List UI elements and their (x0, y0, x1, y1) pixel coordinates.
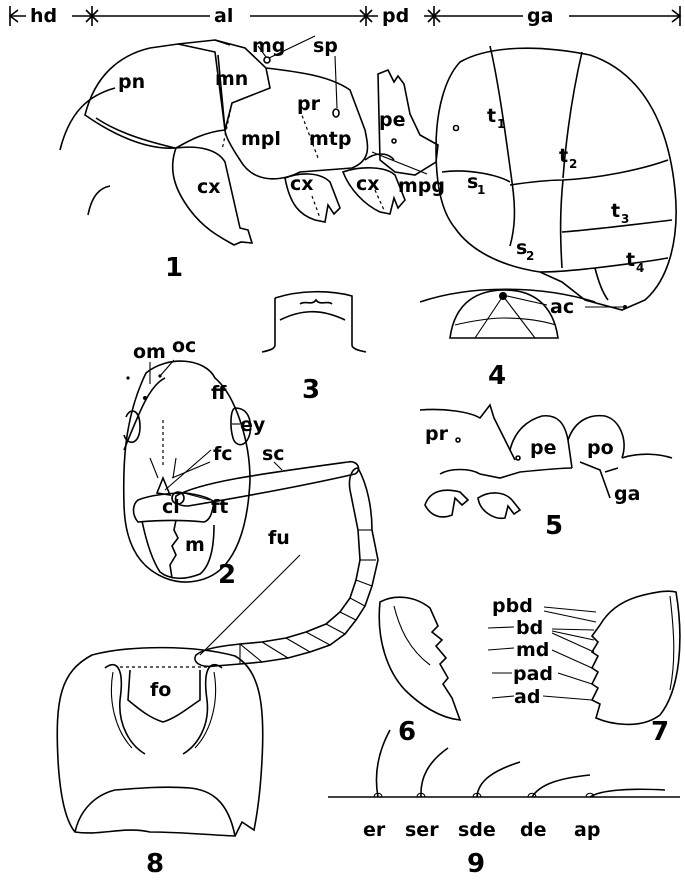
label-s1-sub: 1 (477, 183, 485, 197)
label-sc: sc (262, 443, 285, 465)
figure-number-8: 8 (146, 849, 164, 879)
label-ap: ap (574, 819, 600, 841)
scale-al-label: al (214, 5, 233, 27)
label-sp: sp (313, 35, 338, 57)
label-fc: fc (213, 443, 233, 465)
label-pe: pe (379, 109, 406, 131)
figure-number-3: 3 (302, 375, 320, 405)
figure-number-1: 1 (165, 253, 183, 283)
label-pn: pn (118, 71, 145, 93)
label-mn: mn (215, 68, 248, 90)
label-cx-2: cx (290, 173, 314, 195)
label-cx-1: cx (197, 176, 221, 198)
label-cx-3: cx (356, 173, 380, 195)
figure-4-gaster-tip: ac 4 (420, 289, 627, 391)
figure-3-clypeus-detail: 3 (262, 292, 366, 405)
label-de: de (520, 819, 547, 841)
scale-pd-label: pd (382, 5, 409, 27)
label-t2: t (559, 145, 568, 167)
label-oc: oc (172, 335, 196, 357)
label-mtp: mtp (309, 128, 351, 150)
figure-6-mandible: 6 (379, 597, 460, 747)
label-po: po (587, 437, 614, 459)
label-pad: pad (513, 663, 553, 685)
figure-9-pilosity-types: er ser sde de ap 9 (328, 730, 680, 879)
label-t3-sub: 3 (621, 212, 629, 226)
label-ad: ad (514, 686, 540, 708)
label-fu: fu (268, 527, 290, 549)
label-om: om (133, 341, 166, 363)
figure-8-head-dorsal: fo 8 (57, 648, 263, 879)
label-pr: pr (297, 93, 321, 115)
label-t1: t (487, 105, 496, 127)
figure-1-lateral-view: pn mn mg sp pr mpl mtp pe cx cx cx mpg t… (60, 35, 676, 310)
label-mg: mg (252, 35, 285, 57)
label-ac: ac (550, 296, 574, 318)
label-t4-sub: 4 (636, 261, 644, 275)
scale-ga-label: ga (527, 5, 553, 27)
body-region-scale-bar: hd al pd ga (10, 4, 680, 27)
label-t2-sub: 2 (569, 157, 577, 171)
figure-number-4: 4 (488, 361, 506, 391)
label-mpg: mpg (398, 175, 445, 197)
label-t1-sub: 1 (497, 117, 505, 131)
figure-number-6: 6 (398, 717, 416, 747)
label-mpl: mpl (241, 128, 281, 150)
label-t3: t (611, 200, 620, 222)
label-s2-sub: 2 (526, 249, 534, 263)
pronotum-outline (85, 44, 225, 148)
label-ga-5: ga (614, 483, 640, 505)
label-ft: ft (211, 496, 228, 518)
label-pr-5: pr (425, 423, 449, 445)
label-sde: sde (458, 819, 496, 841)
figure-2-head-frontal: om oc ff ey fc sc ft cl m fu 2 (124, 335, 378, 666)
label-er: er (363, 819, 386, 841)
figure-5-waist-with-postpetiole: pr pe po ga 5 (420, 405, 672, 541)
figure-number-7: 7 (651, 717, 669, 747)
scale-hd-label: hd (30, 5, 57, 27)
label-ff: ff (211, 382, 227, 404)
figure-number-5: 5 (545, 511, 563, 541)
label-fo: fo (150, 679, 171, 701)
label-pbd: pbd (492, 595, 533, 617)
label-pe-5: pe (530, 437, 557, 459)
label-ey: ey (240, 414, 266, 436)
label-ser: ser (405, 819, 439, 841)
antennal-scape (176, 462, 359, 506)
label-bd: bd (516, 617, 543, 639)
figure-6-7-dentition-labels: pbd bd md pad ad (488, 595, 596, 708)
label-t4: t (626, 249, 635, 271)
figure-number-9: 9 (467, 849, 485, 879)
head-outline-arc (88, 186, 110, 215)
label-cl: cl (162, 496, 180, 518)
figure-number-2: 2 (218, 560, 236, 590)
label-m: m (185, 534, 205, 556)
figure-7-mandible: 7 (592, 591, 680, 747)
label-md: md (516, 639, 549, 661)
